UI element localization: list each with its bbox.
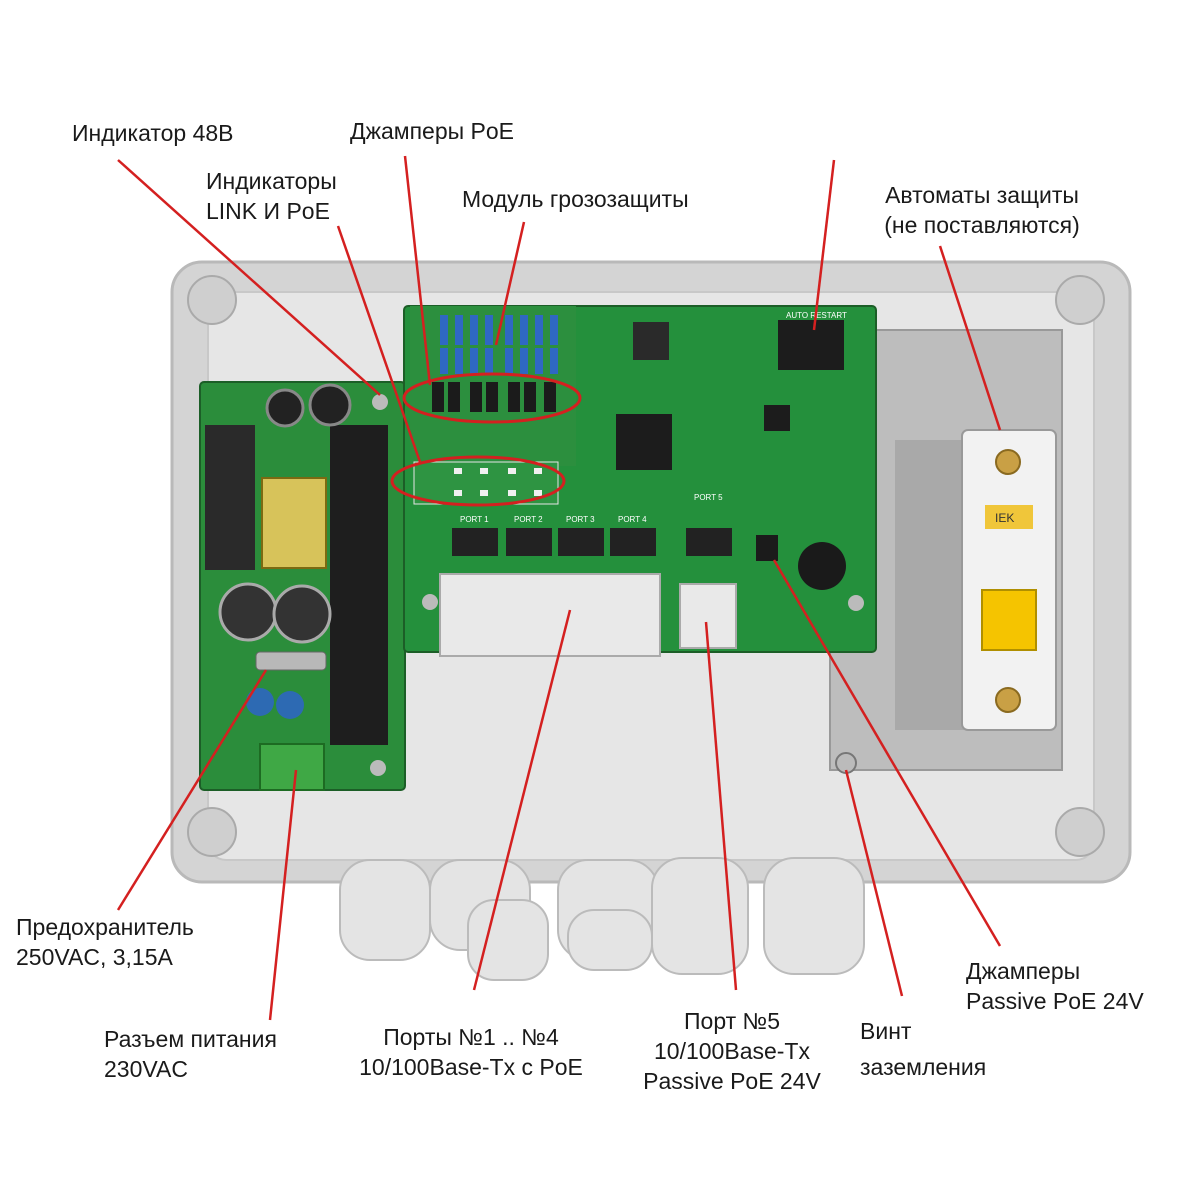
corner-screw bbox=[1055, 807, 1105, 857]
label-line: заземления bbox=[860, 1054, 987, 1080]
label-line: (не поставляются) bbox=[884, 212, 1080, 238]
port-label: PORT 5 bbox=[694, 493, 723, 502]
rj45-block-1-4 bbox=[439, 573, 661, 657]
switch-board: AUTO RESTART PORT 1 PORT 2 PORT 3 PORT 4… bbox=[403, 305, 877, 657]
leds-highlight bbox=[390, 455, 566, 507]
label-line: Порт №5 bbox=[684, 1008, 780, 1034]
label-passive-jumpers: Джамперы Passive PoE 24V bbox=[966, 956, 1144, 1016]
circuit-breaker: IEK bbox=[961, 429, 1057, 731]
auto-restart-header bbox=[778, 320, 844, 370]
jumpers-highlight bbox=[402, 372, 582, 424]
poe-jumpers bbox=[432, 382, 556, 412]
port-label: PORT 2 bbox=[514, 515, 543, 524]
port-label: PORT 3 bbox=[566, 515, 595, 524]
label-lightning-module: Модуль грозозащиты bbox=[462, 186, 689, 212]
mcu-chip bbox=[764, 405, 790, 431]
label-line: Порты №1 .. №4 bbox=[383, 1024, 559, 1050]
led-indicators bbox=[413, 461, 559, 505]
label-ground-screw: Винт заземления bbox=[860, 1016, 986, 1082]
label-line: LINK И PoE bbox=[206, 198, 330, 224]
label-line: Разъем питания bbox=[104, 1026, 277, 1052]
label-fuse: Предохранитель 250VAC, 3,15A bbox=[16, 912, 194, 972]
label-port-5: Порт №5 10/100Base-Tx Passive PoE 24V bbox=[622, 1006, 842, 1096]
label-line: Джамперы bbox=[966, 958, 1081, 984]
label-ports-1-4: Порты №1 .. №4 10/100Base-Tx с PoE bbox=[336, 1022, 606, 1082]
inductor bbox=[633, 322, 669, 360]
passive-poe-jumper bbox=[756, 535, 778, 561]
label-line: 250VAC, 3,15A bbox=[16, 944, 173, 970]
corner-screw bbox=[187, 275, 237, 325]
label-line: Индикаторы bbox=[206, 168, 337, 194]
cable-glands bbox=[339, 857, 865, 981]
port-label: PORT 4 bbox=[618, 515, 647, 524]
label-indicator-48v: Индикатор 48В bbox=[72, 120, 234, 146]
label-line: Автоматы защиты bbox=[885, 182, 1079, 208]
label-line: 10/100Base-Tx с PoE bbox=[359, 1054, 583, 1080]
label-line: Предохранитель bbox=[16, 914, 194, 940]
controller-chip bbox=[616, 414, 672, 470]
label-line: 10/100Base-Tx bbox=[654, 1038, 810, 1064]
transformers bbox=[452, 528, 732, 556]
label-line: Passive PoE 24V bbox=[966, 988, 1144, 1014]
label-indicators-link-poe: Индикаторы LINK И PoE bbox=[206, 166, 337, 226]
label-line: 230VAC bbox=[104, 1056, 188, 1082]
label-breakers: Автоматы защиты (не поставляются) bbox=[862, 180, 1102, 240]
breaker-brand: IEK bbox=[995, 511, 1014, 525]
callout-lines bbox=[116, 155, 1002, 1021]
port-label: PORT 1 bbox=[460, 515, 489, 524]
corner-screw bbox=[1055, 275, 1105, 325]
coin-battery bbox=[798, 542, 846, 590]
label-jumpers-poe: Джамперы PoE bbox=[350, 118, 514, 144]
label-power-connector: Разъем питания 230VAC bbox=[104, 1024, 277, 1084]
corner-screw bbox=[187, 807, 237, 857]
power-board bbox=[199, 381, 406, 791]
label-line: Винт bbox=[860, 1018, 912, 1044]
label-line: Passive PoE 24V bbox=[643, 1068, 821, 1094]
